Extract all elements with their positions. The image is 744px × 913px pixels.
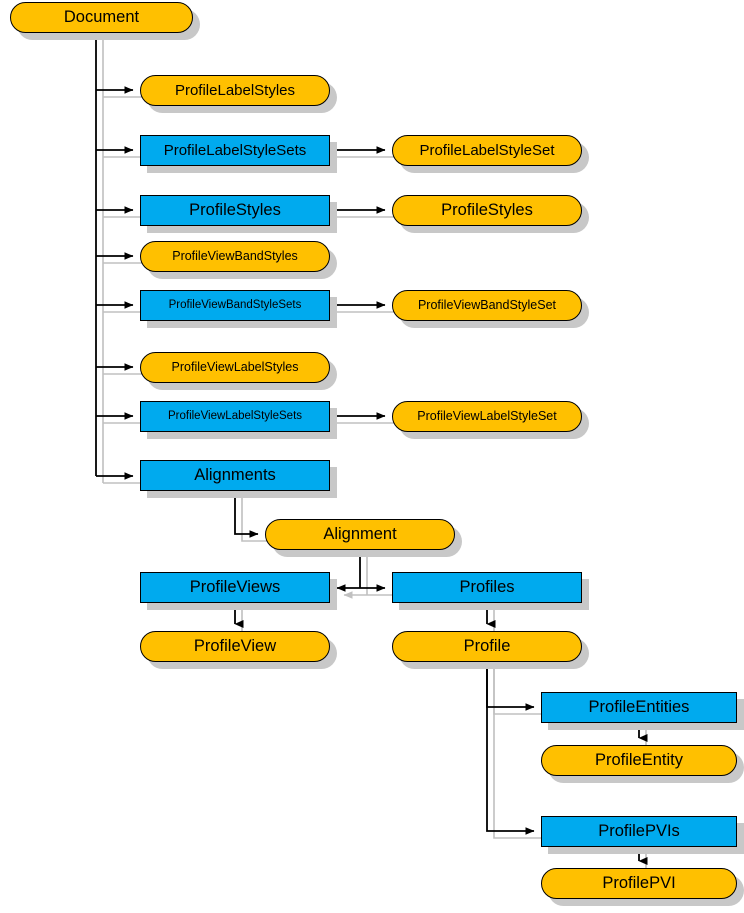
node-label-profileviewlabelstyles: ProfileViewLabelStyles bbox=[171, 360, 299, 375]
node-profilelabelstyleset[interactable]: ProfileLabelStyleSet bbox=[392, 135, 582, 166]
node-document[interactable]: Document bbox=[10, 2, 193, 33]
node-profileviewlabelstylesets[interactable]: ProfileViewLabelStyleSets bbox=[140, 401, 330, 432]
node-label-profileviews: ProfileViews bbox=[189, 578, 281, 597]
node-label-profilepvis: ProfilePVIs bbox=[598, 822, 680, 841]
node-label-profileviewlabelstyleset: ProfileViewLabelStyleSet bbox=[417, 409, 557, 424]
node-profileentity[interactable]: ProfileEntity bbox=[541, 745, 737, 776]
node-label-profilelabelstyles: ProfileLabelStyles bbox=[174, 82, 296, 99]
node-label-profileviewbandstyleset: ProfileViewBandStyleSet bbox=[417, 298, 557, 313]
node-label-profileviewbandstyles: ProfileViewBandStyles bbox=[172, 249, 298, 264]
node-label-profileentities: ProfileEntities bbox=[588, 698, 690, 717]
node-label-alignment: Alignment bbox=[323, 525, 397, 544]
node-profileviewbandstyles[interactable]: ProfileViewBandStyles bbox=[140, 241, 330, 272]
node-profileviewbandstylesets[interactable]: ProfileViewBandStyleSets bbox=[140, 290, 330, 321]
node-label-alignments: Alignments bbox=[194, 466, 276, 485]
node-label-profiles: Profiles bbox=[459, 578, 515, 597]
node-label-profileviewbandstylesets: ProfileViewBandStyleSets bbox=[168, 298, 302, 311]
node-label-profile: Profile bbox=[463, 637, 511, 656]
node-profiles[interactable]: Profiles bbox=[392, 572, 582, 603]
node-profileviewbandstyleset[interactable]: ProfileViewBandStyleSet bbox=[392, 290, 582, 321]
node-profilestyles-object[interactable]: ProfileStyles bbox=[392, 195, 582, 226]
node-label-profileviewlabelstylesets: ProfileViewLabelStyleSets bbox=[167, 409, 303, 422]
node-profileviewlabelstyles[interactable]: ProfileViewLabelStyles bbox=[140, 352, 330, 383]
node-label-profilepvi: ProfilePVI bbox=[602, 874, 676, 893]
node-label-profilestyles-collection: ProfileStyles bbox=[189, 201, 281, 220]
node-label-profilelabelstyleset: ProfileLabelStyleSet bbox=[419, 142, 555, 159]
node-label-profileview: ProfileView bbox=[193, 637, 277, 656]
node-profilelabelstylesets[interactable]: ProfileLabelStyleSets bbox=[140, 135, 330, 166]
node-label-profilelabelstylesets: ProfileLabelStyleSets bbox=[163, 142, 307, 159]
node-profile[interactable]: Profile bbox=[392, 631, 582, 662]
node-label-profileentity: ProfileEntity bbox=[594, 751, 684, 770]
node-profileentities[interactable]: ProfileEntities bbox=[541, 692, 737, 723]
node-alignment[interactable]: Alignment bbox=[265, 519, 455, 550]
edge-profile-profilepvis bbox=[486, 662, 535, 835]
node-profilestyles-collection[interactable]: ProfileStyles bbox=[140, 195, 330, 226]
node-label-profilestyles-object: ProfileStyles bbox=[441, 201, 533, 220]
node-profilepvi[interactable]: ProfilePVI bbox=[541, 868, 737, 899]
node-alignments[interactable]: Alignments bbox=[140, 460, 330, 491]
node-profilepvis[interactable]: ProfilePVIs bbox=[541, 816, 737, 847]
node-profilelabelstyles[interactable]: ProfileLabelStyles bbox=[140, 75, 330, 106]
node-profileviews[interactable]: ProfileViews bbox=[140, 572, 330, 603]
node-profileviewlabelstyleset[interactable]: ProfileViewLabelStyleSet bbox=[392, 401, 582, 432]
node-label-document: Document bbox=[63, 8, 140, 27]
node-profileview[interactable]: ProfileView bbox=[140, 631, 330, 662]
